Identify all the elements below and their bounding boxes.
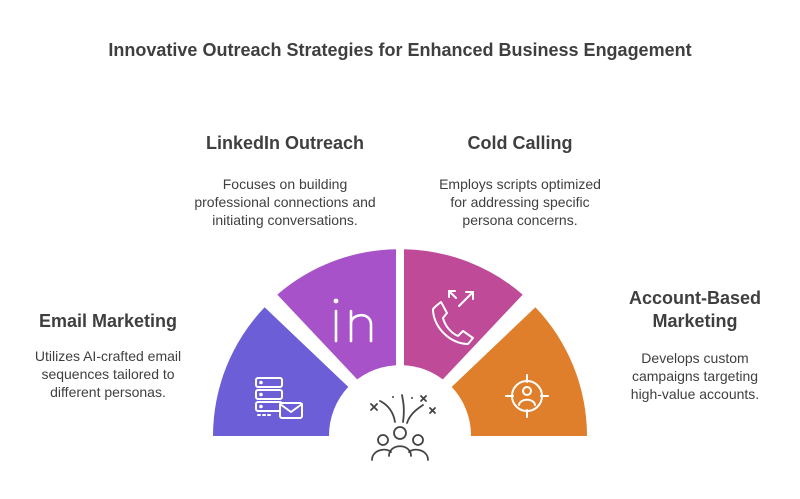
linkedin-icon [333,298,373,343]
cold-calling-segment [404,249,523,380]
email-marketing-heading: Email Marketing [38,311,178,331]
email-marketing-block: Email Marketing Utilizes AI-crafted emai… [18,310,198,401]
account-based-marketing-heading: Account-Based Marketing [600,287,790,333]
description-line: campaigns targeting [631,368,759,384]
email-server-icon [255,377,303,419]
heading-line: Marketing [652,311,738,331]
account-based-marketing-description: Develops custom campaigns targeting high… [600,349,790,403]
phone-outgoing-icon [432,290,474,345]
email-marketing-segment [213,307,349,436]
audience-group-icon [370,394,436,461]
description-line: persona concerns. [462,212,578,228]
description-line: different personas. [50,384,166,400]
account-based-marketing-segment [451,307,587,436]
linkedin-outreach-block: LinkedIn Outreach Focuses on building pr… [180,132,390,229]
target-user-icon [505,374,549,418]
description-line: Utilizes AI-crafted email [34,348,182,364]
description-line: Develops custom [641,350,749,366]
page-title: Innovative Outreach Strategies for Enhan… [108,40,692,60]
description-line: Employs scripts optimized [439,176,601,192]
email-marketing-description: Utilizes AI-crafted email sequences tail… [18,347,198,401]
description-line: initiating conversations. [212,212,358,228]
description-line: high-value accounts. [630,386,760,402]
linkedin-outreach-description: Focuses on building professional connect… [180,175,390,229]
description-line: sequences tailored to [41,366,175,382]
cold-calling-heading: Cold Calling [467,133,573,153]
linkedin-outreach-heading: LinkedIn Outreach [205,133,365,153]
description-line: for addressing specific [450,194,590,210]
account-based-marketing-block: Account-Based Marketing Develops custom … [600,287,790,403]
description-line: Focuses on building [222,176,348,192]
heading-line: Account-Based [628,288,762,308]
description-line: professional connections and [194,194,376,210]
cold-calling-description: Employs scripts optimized for addressing… [415,175,625,229]
cold-calling-block: Cold Calling Employs scripts optimized f… [415,132,625,229]
